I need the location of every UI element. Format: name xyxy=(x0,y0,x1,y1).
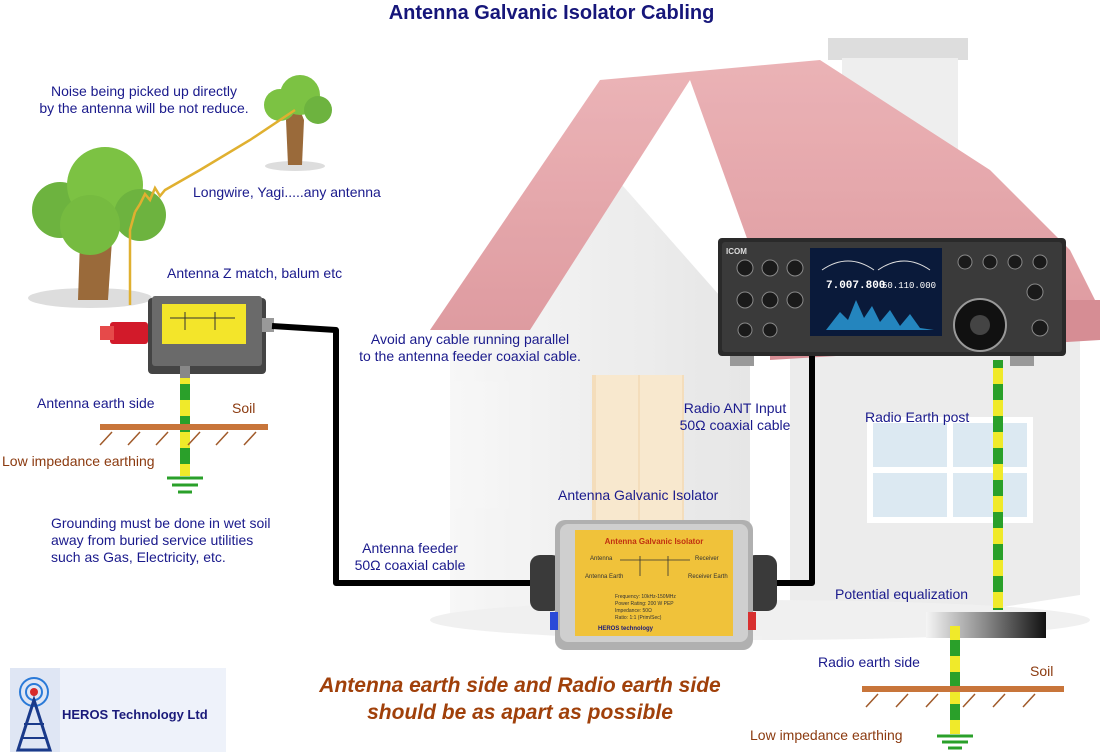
galvanic-isolator-device: Antenna Galvanic Isolator Antenna Receiv… xyxy=(530,520,777,650)
antenna-types-label: Longwire, Yagi.....any antenna xyxy=(193,184,381,200)
svg-text:50.110.000: 50.110.000 xyxy=(882,281,936,291)
logo-text: HEROS Technology Ltd xyxy=(62,707,208,722)
antenna-earth-side-label: Antenna earth side xyxy=(37,395,155,411)
radio-earth-ground xyxy=(862,360,1064,750)
noise-note: Noise being picked up directly by the an… xyxy=(39,83,249,116)
radio-earth-side-label: Radio earth side xyxy=(818,654,920,670)
potential-equalization-label: Potential equalization xyxy=(835,586,969,602)
heros-logo xyxy=(10,668,226,752)
svg-text:Antenna Galvanic Isolator: Antenna Galvanic Isolator xyxy=(605,537,704,546)
low-impedance-left-label: Low impedance earthing xyxy=(2,453,155,469)
soil-right-label: Soil xyxy=(1030,663,1054,679)
separation-warning: Antenna earth side and Radio earth side … xyxy=(319,674,721,724)
svg-text:Power Rating: 200 W PEP: Power Rating: 200 W PEP xyxy=(615,601,674,607)
avoid-parallel-note: Avoid any cable running parallel to the … xyxy=(359,331,581,364)
z-match-box xyxy=(100,296,274,378)
tree-small-icon xyxy=(264,75,332,171)
radio-ant-input-label: Radio ANT Input 50Ω coaxial cable xyxy=(679,400,791,433)
svg-text:HEROS technology: HEROS technology xyxy=(598,626,654,632)
antenna-earth-ground xyxy=(99,378,268,494)
svg-text:7.007.800: 7.007.800 xyxy=(826,280,885,292)
svg-text:ICOM: ICOM xyxy=(726,247,747,256)
svg-text:Ratio: 1:1 (Prim/Sec): Ratio: 1:1 (Prim/Sec) xyxy=(615,615,662,621)
svg-text:Impedance: 50Ω: Impedance: 50Ω xyxy=(615,608,652,614)
svg-text:Receiver: Receiver xyxy=(695,556,719,562)
longwire-antenna xyxy=(128,108,296,305)
tree-large-icon xyxy=(28,147,166,308)
soil-left-label: Soil xyxy=(232,400,256,416)
z-match-label: Antenna Z match, balum etc xyxy=(167,265,343,281)
page-title: Antenna Galvanic Isolator Cabling xyxy=(388,2,715,24)
grounding-note: Grounding must be done in wet soil away … xyxy=(51,515,271,565)
antenna-feeder-label: Antenna feeder 50Ω coaxial cable xyxy=(354,540,466,573)
antenna-feeder-cable xyxy=(271,323,555,586)
svg-text:Receiver Earth: Receiver Earth xyxy=(688,574,728,580)
galvanic-isolator-label: Antenna Galvanic Isolator xyxy=(558,487,719,503)
low-impedance-right-label: Low impedance earthing xyxy=(750,727,903,743)
svg-text:Antenna Earth: Antenna Earth xyxy=(585,574,623,580)
radio-ant-cable xyxy=(770,355,815,586)
svg-text:Frequency: 10kHz-150MHz: Frequency: 10kHz-150MHz xyxy=(615,594,676,600)
svg-text:Antenna: Antenna xyxy=(590,556,613,562)
radio-earth-post-label: Radio Earth post xyxy=(865,409,970,425)
radio-transceiver: 7.007.800 50.110.000 ICOM xyxy=(718,238,1066,366)
